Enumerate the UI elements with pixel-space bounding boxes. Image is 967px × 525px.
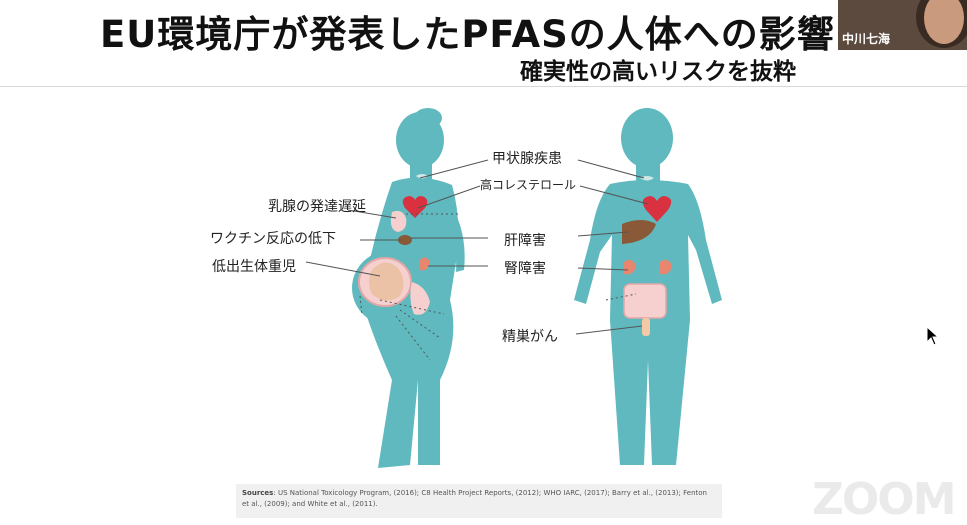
sources-heading: Sources	[242, 489, 274, 497]
participant-avatar	[924, 0, 964, 44]
woman-organs	[358, 174, 430, 315]
man-liver	[622, 220, 656, 244]
mouse-cursor-icon	[926, 326, 940, 346]
woman-thyroid	[416, 174, 428, 179]
man-kidney-right	[660, 259, 672, 275]
fetus	[369, 262, 404, 301]
label-breast: 乳腺の発達遅延	[268, 199, 366, 215]
man-dashed-lines	[605, 293, 637, 301]
woman-breast	[390, 210, 407, 232]
woman-leader-lines	[305, 159, 489, 277]
woman-heart	[402, 196, 428, 218]
woman-liver	[398, 235, 412, 245]
sources-box: Sources: US National Toxicology Program,…	[236, 484, 722, 518]
sources-text: : US National Toxicology Program, (2016)…	[242, 489, 707, 508]
woman-dashed-lines	[359, 213, 458, 361]
slide-title: EU環境庁が発表したPFASの人体への影響	[100, 13, 835, 56]
label-thyroid: 甲状腺疾患	[492, 151, 562, 167]
man-heart	[642, 196, 672, 222]
man-kidney-left	[624, 259, 636, 275]
divider	[0, 86, 967, 87]
man-organs	[622, 176, 672, 336]
man-thyroid	[640, 176, 654, 181]
label-cholesterol: 高コレステロール	[480, 178, 577, 192]
participant-video-tile[interactable]: 中川七海	[838, 0, 967, 50]
zoom-watermark-logo: ZOOM	[812, 474, 956, 525]
participant-name: 中川七海	[842, 32, 891, 46]
intestine	[410, 282, 430, 315]
label-kidney: 腎障害	[504, 261, 546, 277]
label-liver: 肝障害	[504, 233, 546, 249]
man-leader-lines	[575, 159, 649, 335]
man-testis	[642, 318, 650, 336]
label-vaccine: ワクチン反応の低下	[210, 231, 336, 247]
label-testicular: 精巣がん	[502, 329, 558, 345]
woman-kidney	[420, 257, 430, 271]
slide-subtitle: 確実性の高いリスクを抜粋	[520, 59, 796, 85]
man-intestine	[623, 283, 667, 319]
label-birthweight: 低出生体重児	[212, 259, 296, 275]
